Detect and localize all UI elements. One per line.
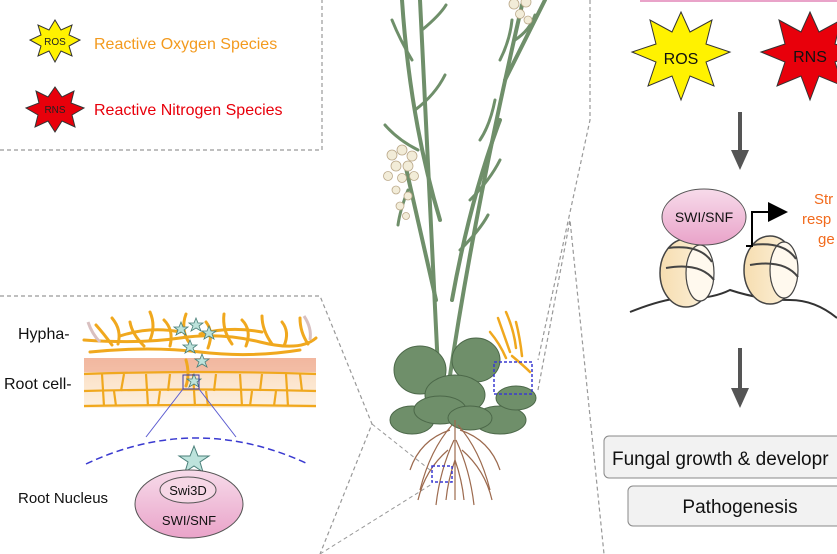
root-nucleus-label: Root Nucleus [18, 490, 108, 507]
transcription-arrow [746, 202, 788, 247]
root-panel: Swi3D SWI/SNF Hypha- Root cell- Root Nuc… [0, 295, 433, 554]
rns-burst: RNS [759, 10, 837, 102]
nucleus-swisnf-label: SWI/SNF [162, 513, 216, 528]
flower-cluster-left [383, 144, 419, 220]
outcome-pathogenesis-text: Pathogenesis [682, 497, 797, 518]
mechanism-panel: ROS RNS SWI/SNF Str resp [537, 0, 837, 554]
swi3d-label: Swi3D [169, 483, 207, 498]
ros-legend-badge: ROS [28, 19, 82, 64]
outcome-fungal-growth-box: Fungal growth & developr [603, 435, 837, 479]
arrow-down-1 [731, 112, 749, 170]
swisnf-complex-chromatin: SWI/SNF [661, 188, 747, 246]
effector-stars [172, 316, 218, 388]
rns-burst-text: RNS [793, 49, 827, 66]
outcome-pathogenesis-box: Pathogenesis [627, 485, 837, 527]
fungal-hyphae-on-leaf [488, 310, 532, 374]
stress-text-line-2: resp [802, 211, 831, 228]
outcome-fungal-growth-text: Fungal growth & developr [612, 449, 829, 470]
arrow-down-2 [731, 348, 749, 408]
flower-cluster-right [508, 0, 533, 25]
root-cell-label: Root cell- [4, 376, 72, 393]
rosette-leaves [389, 337, 537, 435]
root-zoom-box [431, 465, 453, 483]
ros-burst-text: ROS [664, 51, 699, 68]
rns-legend-badge: RNS [24, 86, 86, 133]
ros-burst: ROS [630, 10, 732, 102]
stress-text-line-3: ge [818, 231, 835, 248]
chromatin-swisnf-label: SWI/SNF [675, 209, 733, 225]
ros-legend-badge-text: ROS [44, 37, 66, 48]
chromatin-nucleosomes [629, 235, 837, 319]
swisnf-complex-nucleus: Swi3D SWI/SNF [134, 444, 244, 539]
ros-legend-label: Reactive Oxygen Species [94, 36, 277, 53]
rns-legend-label: Reactive Nitrogen Species [94, 102, 283, 119]
hypha-label: Hypha- [18, 326, 70, 343]
stress-text-line-1: Str [814, 191, 833, 208]
roots [409, 420, 501, 506]
rns-legend-badge-text: RNS [44, 105, 65, 116]
stress-response-genes-text: Str resp ge [802, 191, 835, 248]
arabidopsis-plant [383, 0, 547, 506]
legend-box: ROS Reactive Oxygen Species RNS Reactive… [0, 0, 323, 151]
